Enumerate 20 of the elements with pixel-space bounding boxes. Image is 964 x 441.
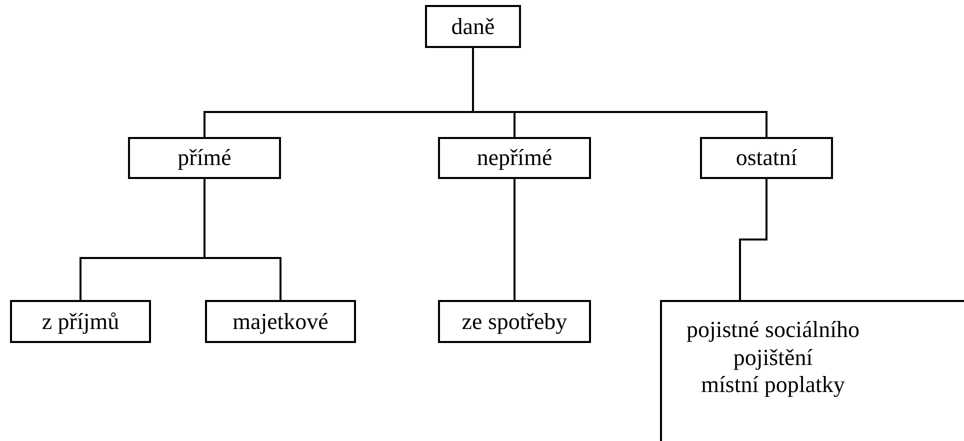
connector-line	[204, 179, 282, 300]
category-box	[10, 300, 151, 343]
category-box	[660, 300, 964, 441]
category-label: z příjmů	[42, 308, 120, 336]
category-box	[438, 300, 591, 343]
category-label: místní poplatky	[701, 371, 845, 399]
category-label: majetkové	[232, 308, 328, 336]
category-label: ostatní	[736, 144, 798, 172]
connector-line	[472, 48, 768, 137]
category-box	[700, 137, 833, 179]
category-label: daně	[451, 12, 495, 40]
category-box	[128, 137, 281, 179]
category-label: ze spotřeby	[462, 308, 568, 336]
category-box	[425, 5, 521, 48]
connector-line	[514, 179, 516, 300]
category-box	[205, 300, 356, 343]
category-label: nepřímé	[476, 144, 552, 172]
category-box	[438, 137, 591, 179]
category-label: přímé	[178, 144, 232, 172]
connector-line	[739, 179, 768, 300]
